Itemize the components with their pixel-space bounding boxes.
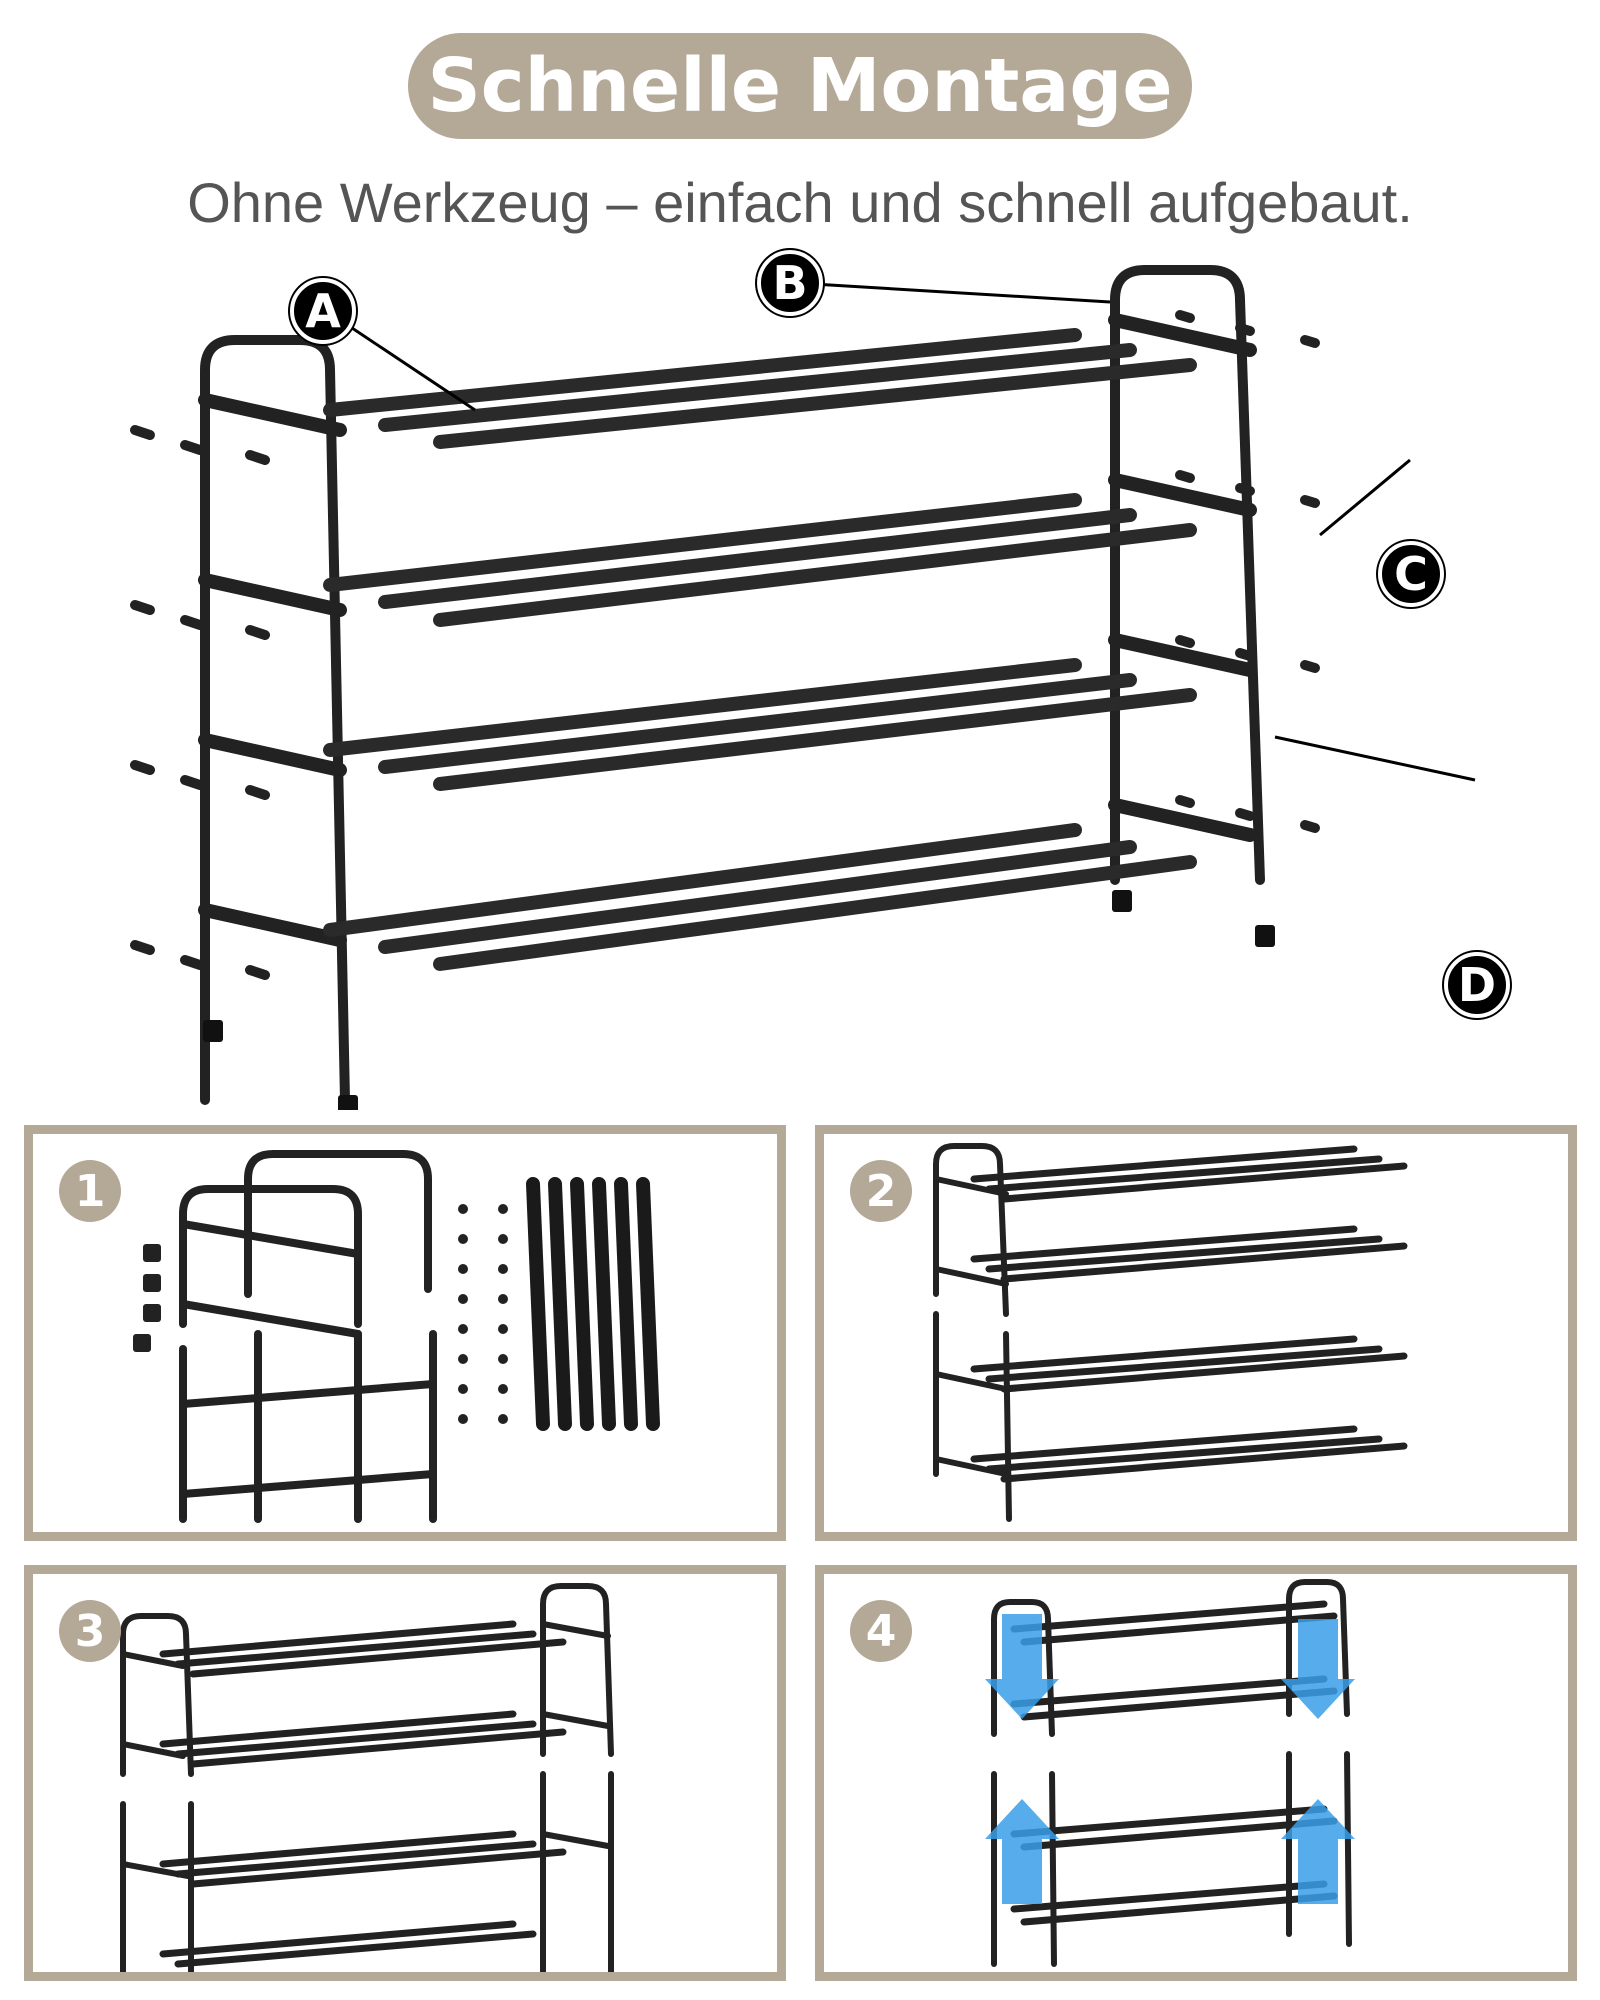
- page-subtitle: Ohne Werkzeug – einfach und schnell aufg…: [187, 171, 1413, 234]
- step-1-panel: 1: [24, 1125, 786, 1541]
- title-badge: Schnelle Montage: [408, 33, 1192, 139]
- step-2-badge: 2: [850, 1160, 912, 1222]
- shoe-rack-exploded-illustration: [130, 265, 1476, 1110]
- step-4-panel: 4: [815, 1565, 1577, 1981]
- callout-d: D: [1444, 952, 1510, 1018]
- step-4-badge: 4: [850, 1600, 912, 1662]
- step-3-illustration: [120, 1583, 614, 1972]
- callout-b: B: [757, 250, 823, 316]
- page-title: Schnelle Montage: [427, 43, 1173, 129]
- step-2-illustration: [933, 1143, 1408, 1522]
- callout-c: C: [1378, 541, 1444, 607]
- step-4-illustration: [985, 1579, 1355, 1967]
- push-arrows: [985, 1614, 1355, 1904]
- step-3-panel: 3: [24, 1565, 786, 1981]
- callout-a: A: [290, 278, 356, 344]
- step-2-panel: 2: [815, 1125, 1577, 1541]
- step-1-parts-illustration: [133, 1150, 660, 1523]
- step-1-badge: 1: [59, 1160, 121, 1222]
- step-3-badge: 3: [59, 1600, 121, 1662]
